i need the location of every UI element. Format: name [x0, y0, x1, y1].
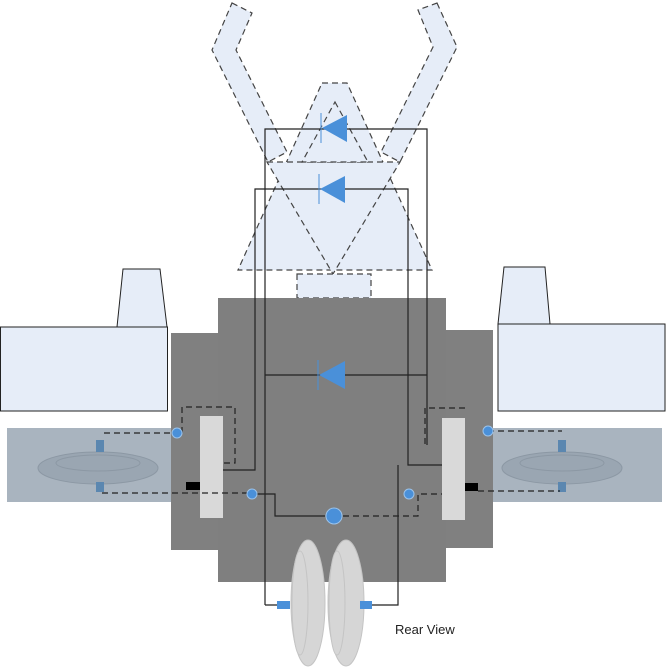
- main-body: [218, 298, 446, 582]
- wire-center: [256, 493, 325, 517]
- diagram-caption: Rear View: [395, 622, 455, 637]
- node-center: [325, 507, 343, 525]
- node-right: [403, 488, 415, 500]
- right-panel-tab: [497, 266, 551, 325]
- right-axle-bottom: [558, 482, 566, 492]
- rear-axle-left: [277, 601, 290, 609]
- left-panel: [0, 326, 168, 412]
- rear-axle-right: [360, 601, 372, 609]
- node-right-upper: [482, 425, 494, 437]
- right-wheel-hub: [519, 454, 605, 472]
- left-wheel-hub: [55, 454, 141, 472]
- inverted-triangle: [265, 161, 402, 276]
- node-left-upper: [171, 427, 183, 439]
- neck-block: [296, 273, 372, 299]
- left-connector: [186, 482, 200, 490]
- rear-wheel-right-inner: [328, 550, 346, 656]
- left-light-panel: [200, 416, 223, 518]
- diode-icon-top: [322, 115, 347, 142]
- right-axle-top: [558, 440, 566, 452]
- right-claw-arm: [380, 2, 458, 163]
- dashed-right-upper: [424, 407, 465, 445]
- rear-wheel-left-inner: [291, 550, 309, 656]
- right-connector: [465, 483, 478, 491]
- diode-icon-body: [319, 361, 345, 389]
- right-panel: [497, 323, 666, 412]
- wire-rear-right: [372, 465, 399, 606]
- dashed-center: [343, 493, 442, 517]
- left-axle-top: [96, 440, 104, 452]
- left-axle-bottom: [96, 482, 104, 492]
- left-claw-arm: [211, 2, 288, 163]
- right-light-panel: [442, 418, 465, 520]
- diode-icon-middle: [320, 176, 345, 203]
- node-left: [246, 488, 258, 500]
- left-panel-tab: [116, 268, 168, 328]
